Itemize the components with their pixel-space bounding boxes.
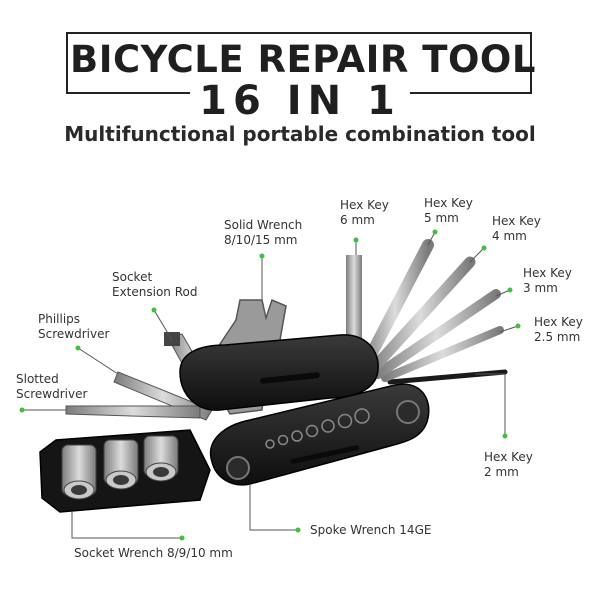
slotted-screwdriver xyxy=(65,405,201,419)
label-hex-key-5mm: Hex Key 5 mm xyxy=(424,196,473,226)
label-hex-key-2-5mm-size: 2.5 mm xyxy=(534,330,581,344)
label-hex-key-3mm: Hex Key 3 mm xyxy=(523,266,572,296)
label-hex-key-2-5mm-name: Hex Key xyxy=(534,315,583,329)
label-hex-key-3mm-size: 3 mm xyxy=(523,281,558,295)
label-hex-key-4mm: Hex Key 4 mm xyxy=(492,214,541,244)
label-hex-key-4mm-size: 4 mm xyxy=(492,229,527,243)
label-hex-key-5mm-size: 5 mm xyxy=(424,211,459,225)
label-solid-wrench-size: 8/10/15 mm xyxy=(224,233,298,247)
hex-key-2-5mm xyxy=(381,326,504,382)
socket-9mm xyxy=(103,439,139,490)
label-hex-key-5mm-name: Hex Key xyxy=(424,196,473,210)
label-hex-key-6mm-size: 6 mm xyxy=(340,213,375,227)
title-number: 16 IN 1 xyxy=(199,78,401,124)
label-phillips-line2: Screwdriver xyxy=(38,327,110,341)
label-phillips-screwdriver: Phillips Screwdriver xyxy=(38,312,109,342)
hex-key-4mm xyxy=(364,256,476,378)
label-socket-extension-rod-line2: Extension Rod xyxy=(112,285,198,299)
label-socket-wrench: Socket Wrench 8/9/10 mm xyxy=(74,546,233,560)
label-hex-key-6mm: Hex Key 6 mm xyxy=(340,198,389,228)
label-phillips-line1: Phillips xyxy=(38,312,81,326)
label-solid-wrench: Solid Wrench 8/10/15 mm xyxy=(224,218,302,248)
label-slotted-line1: Slotted xyxy=(16,372,59,386)
label-slotted-screwdriver: Slotted Screwdriver xyxy=(16,372,87,402)
label-hex-key-2mm: Hex Key 2 mm xyxy=(484,450,533,480)
title-number-backdrop xyxy=(190,78,410,122)
title: BICYCLE REPAIR TOOL xyxy=(70,38,536,81)
label-hex-key-2-5mm: Hex Key 2.5 mm xyxy=(534,315,583,345)
socket-10mm xyxy=(143,435,179,482)
label-hex-key-2mm-size: 2 mm xyxy=(484,465,519,479)
tool-lower-body xyxy=(209,383,430,486)
label-socket-extension-rod: Socket Extension Rod xyxy=(112,270,197,300)
tagline: Multifunctional portable combination too… xyxy=(64,122,536,146)
tool-upper-body xyxy=(179,334,379,411)
label-slotted-line2: Screwdriver xyxy=(16,387,88,401)
label-hex-key-6mm-name: Hex Key xyxy=(340,198,389,212)
label-hex-key-2mm-name: Hex Key xyxy=(484,450,533,464)
hex-key-3mm xyxy=(373,289,501,379)
label-solid-wrench-name: Solid Wrench xyxy=(224,218,303,232)
socket-8mm xyxy=(61,444,97,500)
label-socket-extension-rod-line1: Socket xyxy=(112,270,153,284)
label-hex-key-3mm-name: Hex Key xyxy=(523,266,572,280)
callout-dots xyxy=(19,229,521,541)
label-hex-key-4mm-name: Hex Key xyxy=(492,214,541,228)
label-spoke-wrench: Spoke Wrench 14GE xyxy=(310,523,432,537)
